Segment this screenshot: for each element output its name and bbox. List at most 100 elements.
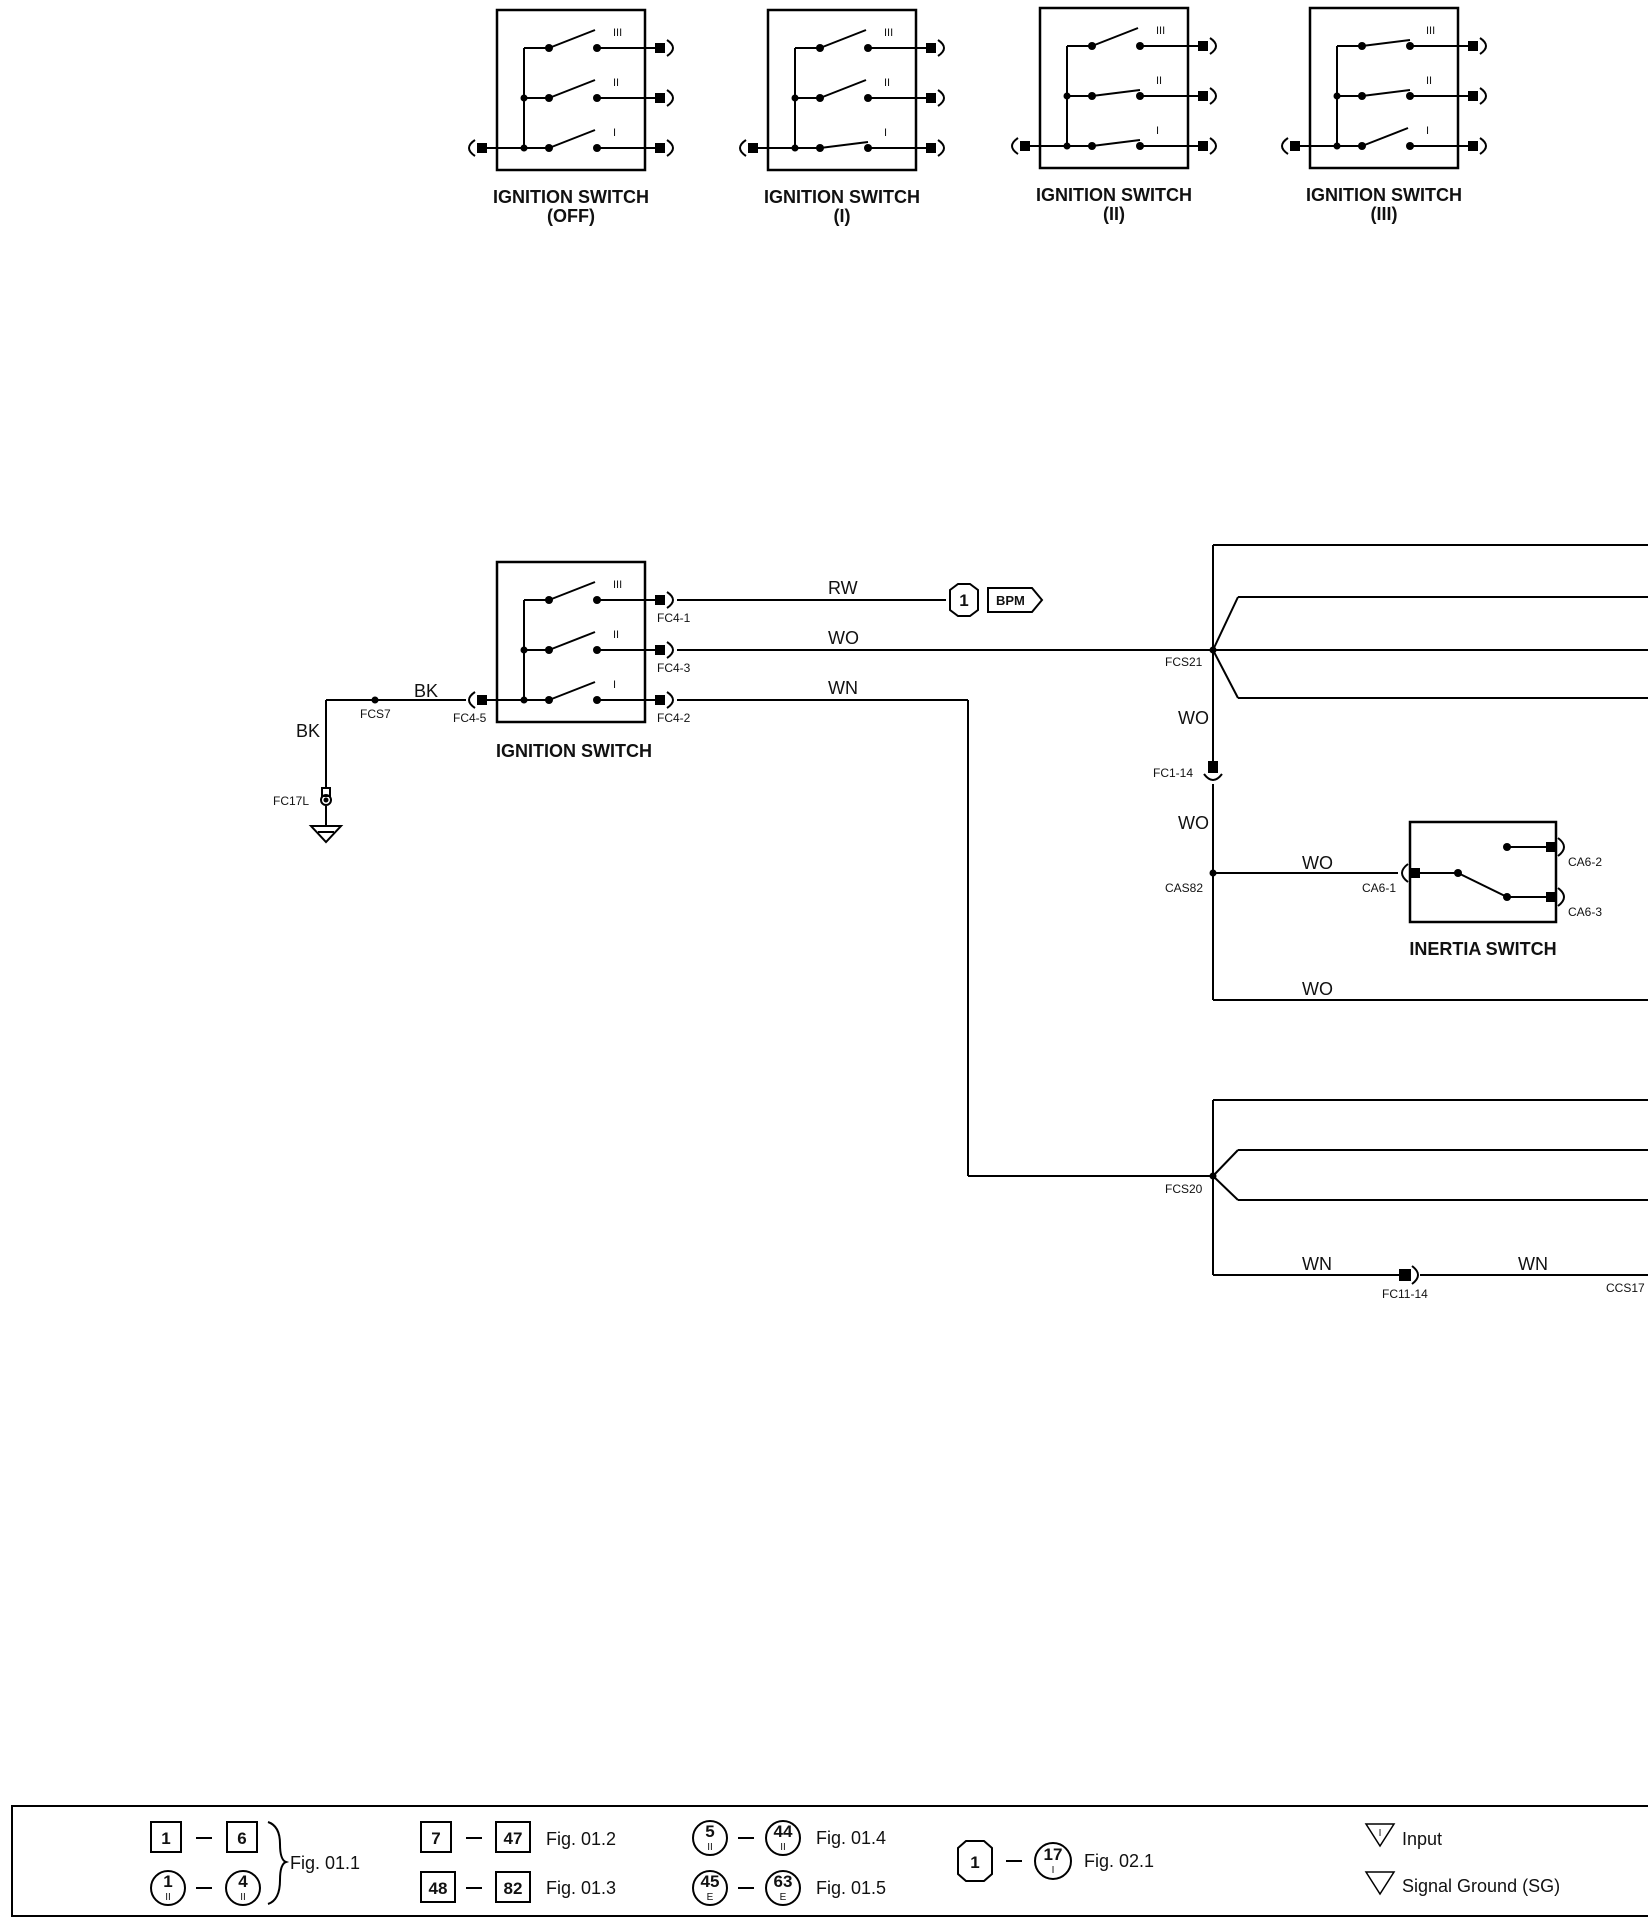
pos-label-1: I	[613, 679, 616, 691]
splice-cas82-dot	[1209, 869, 1217, 877]
pin-fc4-1: FC4-1	[657, 611, 691, 625]
switch-title: IGNITION SWITCH	[1036, 185, 1192, 205]
inertia-switch-title: INERTIA SWITCH	[1409, 939, 1556, 959]
main-switch-title: IGNITION SWITCH	[496, 741, 652, 761]
wire-wo-vertical-2: WO	[1178, 813, 1209, 833]
splice-fcs20: FCS20	[1165, 1182, 1203, 1196]
pos-label-1: I	[884, 127, 887, 139]
pin-ca6-3: CA6-3	[1568, 905, 1602, 919]
pos-label-3: III	[1426, 25, 1435, 37]
legend-01-5-label: Fig. 01.5	[816, 1878, 886, 1898]
splice-cas82: CAS82	[1165, 881, 1203, 895]
switch-state-label: (I)	[834, 206, 851, 226]
splice-fcs7-dot	[371, 696, 379, 704]
switch-state-label: (II)	[1103, 204, 1125, 224]
input-symbol-icon	[1364, 1823, 1396, 1848]
pin-ca6-2: CA6-2	[1568, 855, 1602, 869]
legend-01-1-d-sub: II	[240, 1892, 246, 1903]
input-symbol-text: I	[1379, 1828, 1382, 1839]
legend-01-1-a: 1	[161, 1829, 170, 1848]
legend-01-5-a: 45	[701, 1872, 720, 1891]
ref-module-bpm: BPM	[996, 593, 1025, 608]
legend: 1 6 1 II 4 II Fig. 01.1 7 47 Fig. 01.2 4…	[11, 1805, 1648, 1917]
pos-label-3: III	[1156, 25, 1165, 37]
legend-01-5-a-sub: E	[707, 1892, 714, 1903]
wn-circuit	[677, 699, 1648, 1285]
legend-01-1-c: 1	[163, 1872, 172, 1891]
pos-label-2: II	[1426, 75, 1432, 87]
ground-circuit	[308, 699, 466, 844]
wo-circuit	[677, 544, 1648, 1001]
wire-rw-label: RW	[828, 578, 858, 598]
legend-01-3-label: Fig. 01.3	[546, 1878, 616, 1898]
splice-ccs17: CCS17	[1606, 1281, 1645, 1295]
pos-label-1: I	[613, 127, 616, 139]
legend-01-4-b-sub: II	[780, 1842, 786, 1853]
splice-fcs21-dot	[1209, 646, 1217, 654]
inertia-switch	[1401, 820, 1565, 924]
pos-label-3: III	[884, 27, 893, 39]
legend-signal-ground-label: Signal Ground (SG)	[1402, 1876, 1560, 1896]
legend-01-4-b: 44	[774, 1822, 793, 1841]
legend-01-1-label: Fig. 01.1	[290, 1853, 360, 1873]
switch-state-iii: III II I IGNITION SWITCH (III)	[1280, 6, 1488, 224]
ref-number: 1	[959, 591, 968, 610]
signal-ground-icon	[1364, 1871, 1396, 1896]
splice-fcs20-dot	[1209, 1172, 1217, 1180]
splice-fcs21: FCS21	[1165, 655, 1203, 669]
switch-state-off: III II I IGNITION SWITCH (OFF)	[467, 8, 675, 226]
legend-01-4-a: 5	[705, 1822, 714, 1841]
pos-label-3: III	[613, 27, 622, 39]
pos-label-2: II	[613, 77, 619, 89]
wire-wo-vertical-1: WO	[1178, 708, 1209, 728]
pos-label-2: II	[884, 77, 890, 89]
legend-01-1-b: 6	[237, 1829, 246, 1848]
connector-fc17l: FC17L	[273, 794, 309, 808]
legend-02-1-label: Fig. 02.1	[1084, 1851, 1154, 1871]
pos-label-1: I	[1426, 125, 1429, 137]
wire-bk-vertical: BK	[296, 721, 320, 741]
legend-01-1-d: 4	[238, 1872, 248, 1891]
wire-wn-right: WN	[1518, 1254, 1548, 1274]
pin-fc4-2: FC4-2	[657, 711, 691, 725]
legend-input-label: Input	[1402, 1829, 1442, 1849]
legend-02-1-a: 1	[970, 1853, 979, 1872]
wire-wo-to-inertia: WO	[1302, 853, 1333, 873]
switch-state-i: III II I IGNITION SWITCH (I)	[738, 8, 946, 226]
pos-label-3: III	[613, 579, 622, 591]
legend-01-3-b: 82	[504, 1879, 523, 1898]
legend-01-3-a: 48	[429, 1879, 448, 1898]
legend-01-2-a: 7	[431, 1829, 440, 1848]
splice-fcs7: FCS7	[360, 707, 391, 721]
switch-title: IGNITION SWITCH	[764, 187, 920, 207]
legend-01-2-label: Fig. 01.2	[546, 1829, 616, 1849]
rw-wire	[677, 583, 1044, 617]
switch-title: IGNITION SWITCH	[493, 187, 649, 207]
legend-01-4-label: Fig. 01.4	[816, 1828, 886, 1848]
legend-02-1-b: 17	[1044, 1845, 1063, 1864]
switch-title: IGNITION SWITCH	[1306, 185, 1462, 205]
pin-fc4-5: FC4-5	[453, 711, 487, 725]
main-ignition-switch: III II I IGNITION SWITCH FC4-1 FC4-3 FC4…	[453, 560, 691, 761]
connector-fc11-14: FC11-14	[1382, 1287, 1428, 1301]
switch-state-label: (III)	[1371, 204, 1398, 224]
pos-label-2: II	[613, 629, 619, 641]
legend-01-1-c-sub: II	[165, 1892, 171, 1903]
wire-bk-horizontal: BK	[414, 681, 438, 701]
legend-01-2-b: 47	[504, 1829, 523, 1848]
legend-01-5-b-sub: E	[780, 1892, 787, 1903]
switch-state-ii: III II I IGNITION SWITCH (II)	[1010, 6, 1218, 224]
legend-01-5-b: 63	[774, 1872, 793, 1891]
legend-01-4-a-sub: II	[707, 1842, 713, 1853]
legend-02-1-b-sub: I	[1052, 1865, 1055, 1876]
wire-wn-label: WN	[828, 678, 858, 698]
pos-label-2: II	[1156, 75, 1162, 87]
pin-fc4-3: FC4-3	[657, 661, 691, 675]
wire-wn-left: WN	[1302, 1254, 1332, 1274]
pin-ca6-1: CA6-1	[1362, 881, 1396, 895]
connector-fc1-14: FC1-14	[1153, 766, 1193, 780]
fc17l-dot	[323, 797, 329, 803]
switch-state-label: (OFF)	[547, 206, 595, 226]
wire-wo-label: WO	[828, 628, 859, 648]
